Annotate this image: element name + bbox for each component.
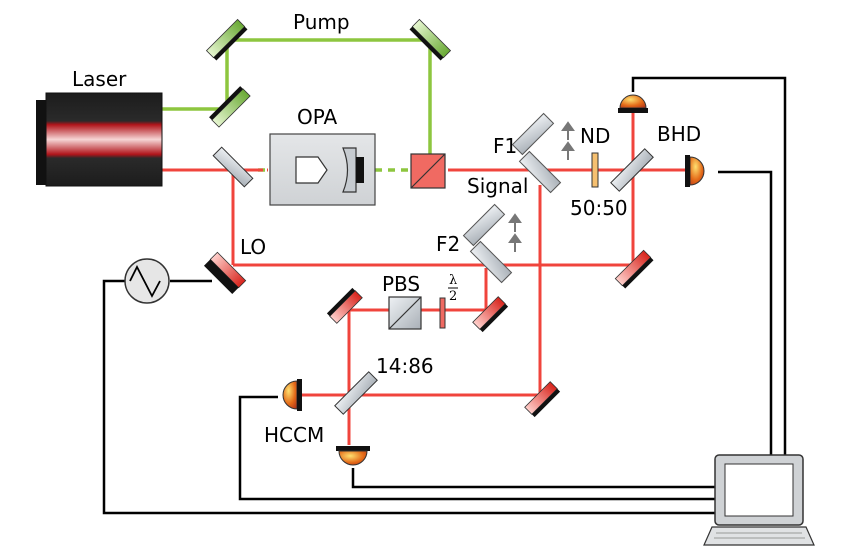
mirror-pbs-left — [326, 287, 363, 324]
mirror-lo-right — [614, 249, 654, 289]
label-5050: 50:50 — [570, 196, 628, 220]
label-signal: Signal — [467, 174, 528, 198]
opa-cavity — [269, 133, 376, 206]
beamsplitter-5050 — [610, 148, 654, 192]
dichroic-cube — [410, 153, 446, 189]
wire-oscillator — [102, 279, 715, 515]
mirror-signal-bottom — [524, 381, 561, 418]
pump-mirror-topleft — [205, 18, 248, 61]
filter-f1 — [511, 112, 575, 194]
bhd-detector-right — [685, 155, 705, 187]
hccm-detector-left — [282, 379, 302, 411]
pump-mirror-topright — [409, 18, 452, 61]
oscillator-icon — [124, 258, 170, 304]
wiring — [102, 76, 787, 515]
label-halfwave-den: 2 — [449, 289, 457, 304]
label-lo: LO — [240, 235, 266, 259]
mirror-pbs-right — [472, 296, 509, 333]
f1-arrows-icon — [561, 121, 575, 160]
wire-hccm-left — [238, 395, 715, 501]
pump-mirror-left — [209, 86, 251, 128]
labels: Laser Pump OPA F1 ND BHD Signal 50:50 F2… — [72, 10, 701, 447]
label-halfwave-num: λ — [449, 273, 457, 288]
hccm-detector-bottom — [336, 446, 370, 466]
nd-filter — [591, 152, 599, 188]
label-1486: 14:86 — [376, 354, 434, 378]
label-pbs: PBS — [382, 272, 420, 296]
pump-beam — [162, 38, 432, 172]
label-nd: ND — [580, 124, 610, 148]
label-bhd: BHD — [657, 122, 701, 146]
label-f1: F1 — [493, 134, 517, 158]
computer-icon — [703, 454, 815, 546]
bhd-detector-top — [618, 94, 648, 113]
label-opa: OPA — [297, 105, 338, 129]
halfwave-plate — [439, 297, 446, 329]
beamsplitter-laser — [212, 146, 254, 188]
filter-f2 — [462, 203, 522, 284]
beamsplitter-1486 — [334, 371, 378, 415]
pbs-cube — [388, 296, 422, 330]
laser-source — [36, 92, 163, 187]
label-hccm: HCCM — [264, 423, 324, 447]
lo-piezo-mirror — [203, 251, 247, 295]
label-f2: F2 — [436, 232, 460, 256]
label-pump: Pump — [293, 10, 350, 34]
f2-arrows-icon — [508, 213, 522, 252]
label-laser: Laser — [72, 67, 127, 91]
wire-bhd-right — [718, 170, 773, 460]
wire-bhd-top — [631, 76, 787, 460]
wire-hccm-bottom — [351, 468, 715, 489]
